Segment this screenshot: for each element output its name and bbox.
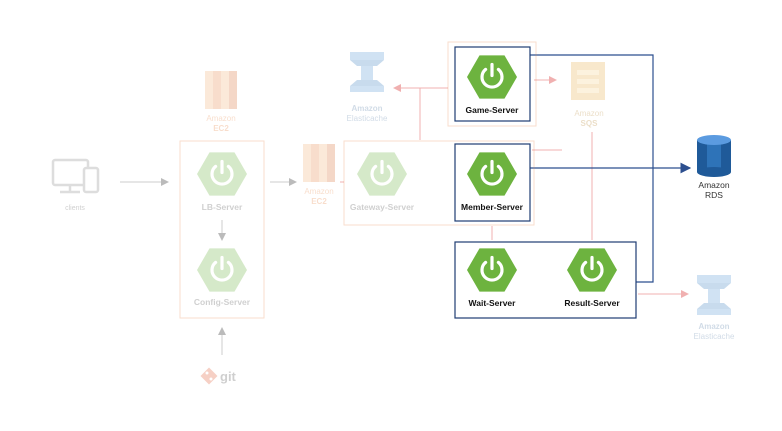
wait-server-node[interactable]: Wait-Server	[465, 246, 519, 308]
game-server-label: Game-Server	[466, 105, 520, 115]
game-server-node[interactable]: Game-Server	[454, 46, 531, 122]
ec2-mid-node: Amazon EC2	[303, 144, 335, 206]
result-server-node[interactable]: Result-Server	[564, 246, 620, 308]
config-server-node[interactable]: Config-Server	[194, 246, 251, 307]
rds-database-icon	[697, 135, 731, 177]
connectors	[120, 54, 692, 355]
elasticache-bottom-label-1: Amazon	[698, 322, 729, 331]
desktop-icon	[51, 158, 100, 194]
lb-server-node[interactable]: LB-Server	[195, 150, 249, 212]
ec2-mid-label-2: EC2	[311, 197, 327, 206]
gateway-server-label: Gateway-Server	[350, 202, 415, 212]
elasticache-top-label-2: Elasticache	[347, 114, 388, 123]
wait-server-label: Wait-Server	[469, 298, 517, 308]
member-server-node[interactable]: Member-Server	[454, 143, 531, 222]
git-label: git	[220, 369, 237, 384]
game-server-outer-border	[447, 41, 537, 127]
elasticache-bottom-label-2: Elasticache	[694, 332, 735, 341]
elasticache-icon	[350, 52, 384, 92]
sqs-node: Amazon SQS	[571, 62, 605, 128]
elasticache-icon	[697, 275, 731, 315]
ec2-top-node: Amazon EC2	[205, 71, 237, 133]
sqs-label-2: SQS	[581, 119, 599, 128]
connector-result-to-rds	[636, 168, 654, 283]
member-server-label: Member-Server	[461, 202, 524, 212]
gateway-member-group-border	[343, 140, 535, 226]
sqs-label-1: Amazon	[574, 109, 603, 118]
clients-label: clients	[65, 205, 85, 212]
arrow-game-to-elasticache	[419, 87, 448, 140]
spring-power-icon	[195, 246, 249, 294]
git-logo-icon	[200, 367, 218, 385]
result-server-label: Result-Server	[564, 298, 620, 308]
ec2-icon	[205, 71, 237, 109]
rds-node: Amazon RDS	[697, 135, 731, 200]
connector-game-to-rds	[530, 54, 654, 168]
elasticache-bottom-node: Amazon Elasticache	[694, 275, 735, 341]
spring-power-icon	[355, 150, 409, 198]
rds-label-1: Amazon	[698, 180, 729, 190]
spring-power-icon	[195, 150, 249, 198]
lb-config-group-border	[179, 140, 265, 319]
ec2-icon	[303, 144, 335, 182]
gateway-server-node[interactable]: Gateway-Server	[350, 150, 415, 212]
ec2-mid-label-1: Amazon	[304, 187, 333, 196]
config-server-label: Config-Server	[194, 297, 251, 307]
sqs-icon	[571, 62, 605, 100]
elasticache-top-label-1: Amazon	[351, 104, 382, 113]
ec2-top-label-2: EC2	[213, 124, 229, 133]
git-node: git	[200, 367, 237, 385]
elasticache-top-node: Amazon Elasticache	[347, 52, 388, 123]
ec2-top-label-1: Amazon	[206, 114, 235, 123]
lb-server-label: LB-Server	[202, 202, 243, 212]
rds-label-2: RDS	[705, 190, 723, 200]
clients-node: clients	[51, 158, 100, 212]
wait-result-group: Wait-Server Result-Server	[454, 241, 637, 319]
